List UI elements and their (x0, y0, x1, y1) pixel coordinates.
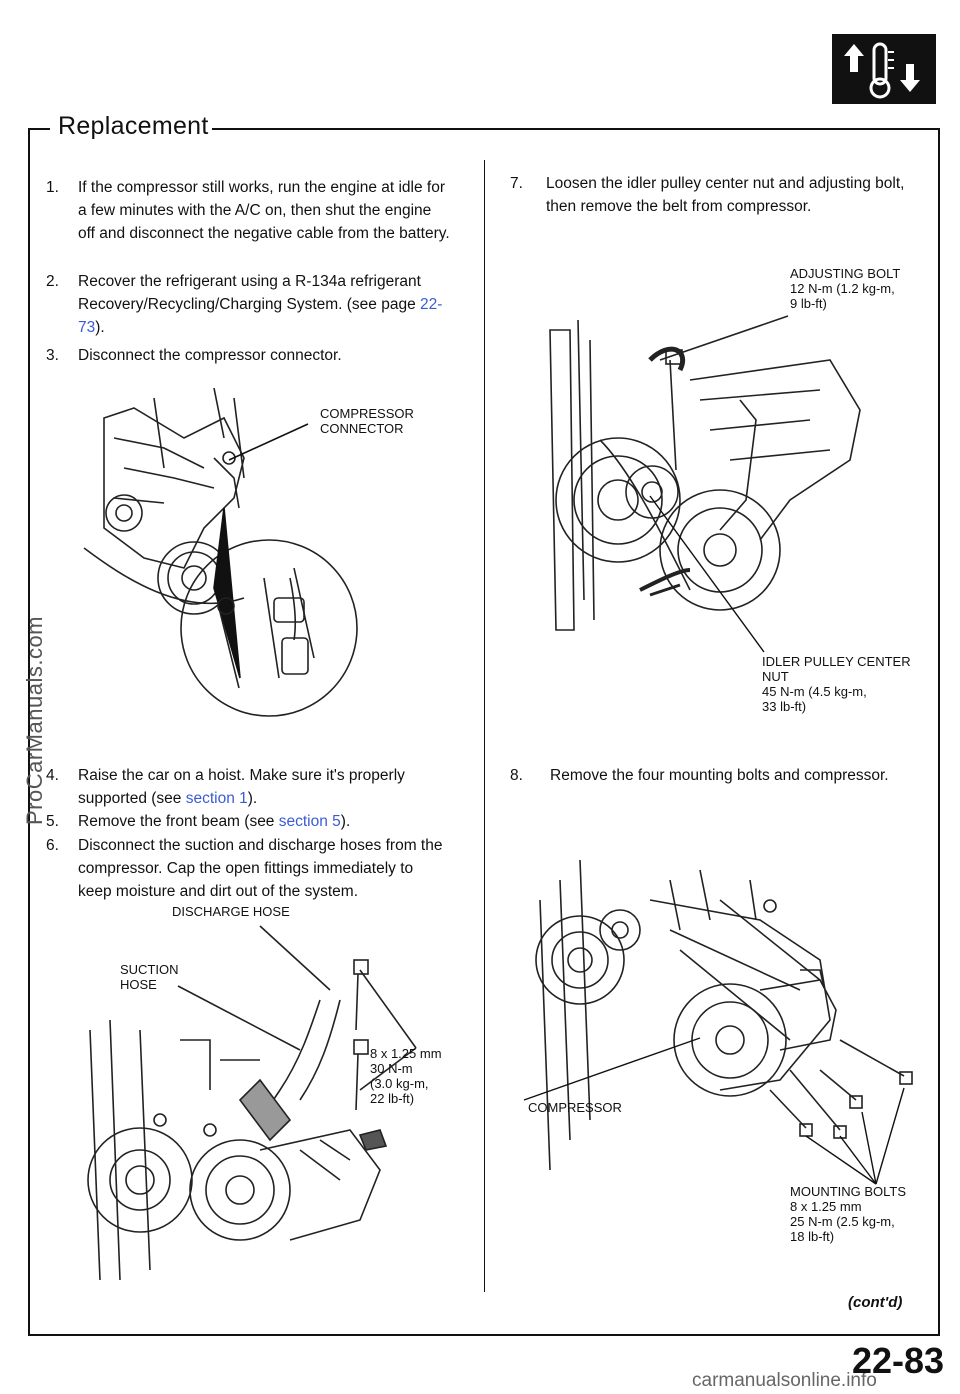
section-frame (28, 128, 940, 1336)
page-number: 22-83 (852, 1340, 945, 1381)
step-number: 5. (46, 813, 59, 830)
mounting-bolts-label: MOUNTING BOLTS 8 x 1.25 mm 25 N-m (2.5 k… (790, 1184, 907, 1244)
step-7: 7. Loosen the idler pulley center nut an… (510, 172, 920, 218)
step-6: 6. Disconnect the suction and discharge … (46, 834, 450, 903)
step-text-end: ). (340, 813, 351, 830)
section-title: Replacement (58, 112, 209, 140)
continued-label: (cont'd) (848, 1294, 903, 1311)
step-3: 3. Disconnect the compressor connector. (46, 344, 450, 367)
step-number: 7. (510, 175, 523, 192)
step-text: Loosen the idler pulley center nut and a… (546, 175, 905, 215)
step-number: 6. (46, 837, 59, 854)
step-2: 2. Recover the refrigerant using a R-134… (46, 270, 450, 339)
compressor-label: COMPRESSOR (528, 1100, 622, 1115)
step-text: Disconnect the suction and discharge hos… (78, 837, 443, 900)
adjusting-bolt-label: ADJUSTING BOLT 12 N-m (1.2 kg-m, 9 lb-ft… (790, 266, 901, 311)
page-link[interactable]: 22-73 (78, 296, 443, 336)
step-number: 2. (46, 273, 59, 290)
step-text: Raise the car on a hoist. Make sure it's… (78, 767, 405, 807)
compressor-connector-label: COMPRESSOR CONNECTOR (320, 406, 414, 436)
step-number: 4. (46, 767, 59, 784)
ac-thermometer-icon (832, 34, 936, 104)
footer-watermark: carmanualsonline.info (692, 1370, 877, 1391)
step-number: 3. (46, 347, 59, 364)
step-text: Remove the front beam (see (78, 813, 279, 830)
discharge-hose-label: DISCHARGE HOSE (172, 904, 290, 919)
step-text: Remove the four mounting bolts and compr… (550, 767, 889, 784)
step-text: If the compressor still works, run the e… (78, 179, 450, 242)
step-1: 1. If the compressor still works, run th… (46, 176, 450, 245)
suction-hose-label: SUCTION HOSE (120, 962, 179, 992)
belt-illustration (549, 315, 861, 653)
hoses-illustration (87, 925, 417, 1281)
step-5: 5. Remove the front beam (see section 5)… (46, 810, 450, 833)
step-8: 8. Remove the four mounting bolts and co… (510, 764, 920, 787)
step-text: Disconnect the compressor connector. (78, 347, 342, 364)
section-link[interactable]: section 5 (278, 813, 341, 830)
step-text-end: ). (247, 790, 258, 807)
step-number: 1. (46, 179, 59, 196)
side-watermark: ProCarManuals.com (22, 615, 47, 825)
step-4: 4. Raise the car on a hoist. Make sure i… (46, 764, 450, 810)
step-text: Recover the refrigerant using a R-134a r… (78, 273, 421, 313)
column-divider (484, 160, 485, 1292)
frame-top-left-rule (28, 128, 50, 130)
compressor-connector-illustration (83, 387, 358, 717)
frame-top-right-rule (212, 128, 938, 130)
section-link[interactable]: section 1 (185, 790, 248, 807)
step-number: 8. (510, 767, 523, 784)
step-text-end: ). (95, 319, 105, 336)
idler-nut-label: IDLER PULLEY CENTER NUT 45 N-m (4.5 kg-m… (762, 654, 911, 714)
compressor-removal-illustration (523, 859, 913, 1185)
hose-bolts-label: 8 x 1.25 mm 30 N-m (3.0 kg-m, 22 lb-ft) (370, 1046, 442, 1106)
